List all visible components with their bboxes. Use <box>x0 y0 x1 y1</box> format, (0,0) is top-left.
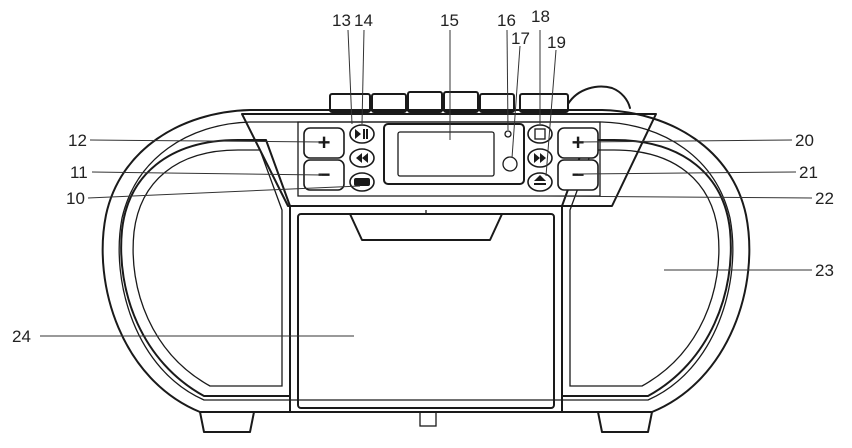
right-plus-button[interactable] <box>557 127 599 159</box>
callout-21: 21 <box>799 163 818 182</box>
right-speaker-grille <box>561 139 732 397</box>
eject-button[interactable] <box>527 172 553 192</box>
callout-12: 12 <box>68 131 87 150</box>
left-speaker-grille-inner <box>132 149 283 387</box>
top-keys <box>329 91 569 113</box>
callout-17: 17 <box>511 29 530 48</box>
left-minus-glyph: − <box>318 162 331 187</box>
left-foot <box>199 411 255 433</box>
callout-23: 23 <box>815 261 834 280</box>
power-cord <box>567 85 631 109</box>
control-panel <box>241 113 657 207</box>
callout-11: 11 <box>70 163 88 182</box>
right-minus-button[interactable] <box>557 159 599 191</box>
callout-14: 14 <box>354 11 373 30</box>
cd-door <box>289 205 563 413</box>
leader-lines <box>40 29 813 337</box>
indicator-led <box>504 130 512 138</box>
callout-18: 18 <box>531 7 550 26</box>
play-pause-button[interactable] <box>349 124 375 144</box>
right-speaker-grille-inner <box>569 149 720 387</box>
prev-track-button[interactable] <box>349 148 375 168</box>
bottom-center-tab <box>419 411 437 427</box>
right-foot <box>597 411 653 433</box>
callout-10: 10 <box>66 189 85 208</box>
mode-button[interactable] <box>349 172 375 192</box>
callout-22: 22 <box>815 189 834 208</box>
lcd-display <box>397 131 495 177</box>
callout-24: 24 <box>12 327 31 346</box>
callout-16: 16 <box>497 11 516 30</box>
left-plus-glyph: + <box>318 130 331 155</box>
callout-19: 19 <box>547 33 566 52</box>
left-speaker-grille <box>120 139 291 397</box>
left-plus-button[interactable] <box>303 127 345 159</box>
callout-15: 15 <box>440 11 459 30</box>
body-inner-outline <box>118 121 734 401</box>
cd-door-panel <box>297 213 555 409</box>
cd-door-handle <box>349 213 503 241</box>
ir-sensor <box>502 156 518 172</box>
right-minus-glyph: − <box>572 162 585 187</box>
callout-20: 20 <box>795 131 814 150</box>
lcd-display-frame <box>383 123 525 185</box>
callout-labels: 12 11 10 13 14 15 16 17 18 19 20 21 22 2… <box>12 7 834 346</box>
right-plus-glyph: + <box>572 130 585 155</box>
stop-button[interactable] <box>527 124 553 144</box>
callout-13: 13 <box>332 11 351 30</box>
next-track-button[interactable] <box>527 148 553 168</box>
